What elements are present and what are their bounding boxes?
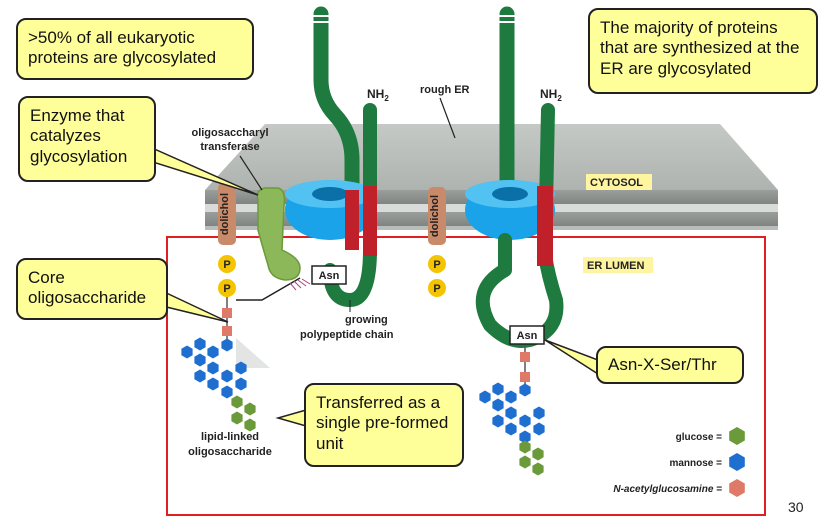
- er-lumen-label: ER LUMEN: [587, 260, 645, 272]
- svg-text:P: P: [433, 283, 440, 295]
- sugar-residue: [492, 382, 504, 396]
- sugar-residue: [492, 414, 504, 428]
- oligosaccharyl-transferase-enzyme: [256, 187, 301, 281]
- callout-core-oligosaccharide: Core oligosaccharide: [16, 258, 168, 320]
- callout-majority-er: The majority of proteins that are synthe…: [588, 8, 818, 94]
- callout-transferred: Transferred as a single pre-formed unit: [304, 383, 464, 467]
- sugar-residue: [231, 411, 243, 425]
- nh2-left-label: NH2: [367, 87, 389, 103]
- sugar-residue: [221, 338, 233, 352]
- svg-text:P: P: [223, 259, 230, 271]
- sugar-residue: [221, 385, 233, 399]
- growing-label-line2: polypeptide chain: [300, 329, 394, 341]
- svg-text:Asn: Asn: [319, 270, 340, 282]
- sugar-residue: [194, 353, 206, 367]
- left-polypeptide-loop: [323, 103, 377, 308]
- left-phosphate-2: P: [218, 279, 236, 297]
- rough-er-label: rough ER: [420, 84, 470, 96]
- lipid-linked-label-line2: oligosaccharide: [188, 446, 272, 458]
- cytosol-label: CYTOSOL: [590, 177, 643, 189]
- svg-text:N-acetylglucosamine =: N-acetylglucosamine =: [613, 484, 722, 495]
- sugar-residue: [207, 345, 219, 359]
- sugar-residue: [231, 395, 243, 409]
- svg-text:glucose =: glucose =: [676, 432, 723, 443]
- sugar-residue: [505, 406, 517, 420]
- sugar-residue: [519, 455, 531, 469]
- left-polypeptide-incoming: [313, 6, 360, 198]
- sugar-residue: [194, 369, 206, 383]
- ost-label-line1: oligosaccharyl: [191, 127, 268, 139]
- legend-glucose: glucose =: [676, 427, 745, 445]
- sugar-residue: [532, 447, 544, 461]
- nh2-right-label: NH2: [540, 87, 562, 103]
- sugar-residue: [207, 361, 219, 375]
- right-phosphate-2: P: [428, 279, 446, 297]
- sugar-residue: [505, 422, 517, 436]
- svg-text:mannose =: mannose =: [669, 458, 722, 469]
- asn-residue-right: Asn: [509, 325, 545, 345]
- sugar-residue: [235, 377, 247, 391]
- legend-n-acetylglucosamine: N-acetylglucosamine =: [613, 479, 745, 497]
- left-translocon-complex: [285, 6, 377, 308]
- sugar-residue: [244, 418, 256, 432]
- page-number: 30: [788, 499, 804, 515]
- sugar-residue: [519, 430, 531, 444]
- left-dolichol: dolichol: [218, 183, 236, 245]
- lipid-linked-oligosaccharide: [181, 297, 270, 432]
- sugar-residue: [519, 440, 531, 454]
- right-dolichol: dolichol: [428, 187, 446, 245]
- lipid-linked-label-line1: lipid-linked: [201, 431, 259, 443]
- cytosol-label-bg: [586, 174, 652, 190]
- svg-text:P: P: [433, 259, 440, 271]
- asn-residue-left: Asn: [311, 265, 347, 285]
- legend-mannose: mannose =: [669, 453, 745, 471]
- svg-text:dolichol: dolichol: [219, 193, 231, 235]
- transfer-arrow: [236, 277, 301, 301]
- right-translocon-complex: [465, 6, 564, 348]
- motif-callout-pointer: [544, 339, 599, 376]
- callout-enzyme: Enzyme that catalyzes glycosylation: [18, 96, 156, 182]
- right-phosphate-1: P: [428, 255, 446, 273]
- sugar-residue: [533, 422, 545, 436]
- left-phosphate-1: P: [218, 255, 236, 273]
- callout-motif: Asn-X-Ser/Thr: [596, 346, 744, 384]
- sugar-residue: [244, 402, 256, 416]
- sugar-residue: [207, 377, 219, 391]
- sugar-residue: [533, 406, 545, 420]
- er-lumen-region-box: [166, 236, 766, 516]
- sugar-residue: [181, 345, 193, 359]
- legend: glucose = mannose = N-acetylglucosamine …: [613, 427, 745, 497]
- sugar-residue: [235, 361, 247, 375]
- svg-text:Asn: Asn: [517, 330, 538, 342]
- protein-linked-oligosaccharide: [479, 342, 545, 476]
- callout-glycosylated-percent: >50% of all eukaryotic proteins are glyc…: [16, 18, 254, 80]
- growing-label-line1: growing: [345, 314, 388, 326]
- er-lumen-label-bg: [583, 257, 653, 273]
- sugar-residue: [479, 390, 491, 404]
- transferred-callout-pointer: [275, 409, 307, 427]
- svg-text:dolichol: dolichol: [429, 195, 441, 237]
- svg-text:P: P: [223, 283, 230, 295]
- sugar-residue: [492, 398, 504, 412]
- sugar-residue: [194, 337, 206, 351]
- sugar-residue: [519, 414, 531, 428]
- ost-label-line2: transferase: [200, 141, 259, 153]
- sugar-residue: [505, 390, 517, 404]
- sugar-residue: [519, 383, 531, 397]
- sugar-residue: [221, 369, 233, 383]
- sugar-residue: [532, 462, 544, 476]
